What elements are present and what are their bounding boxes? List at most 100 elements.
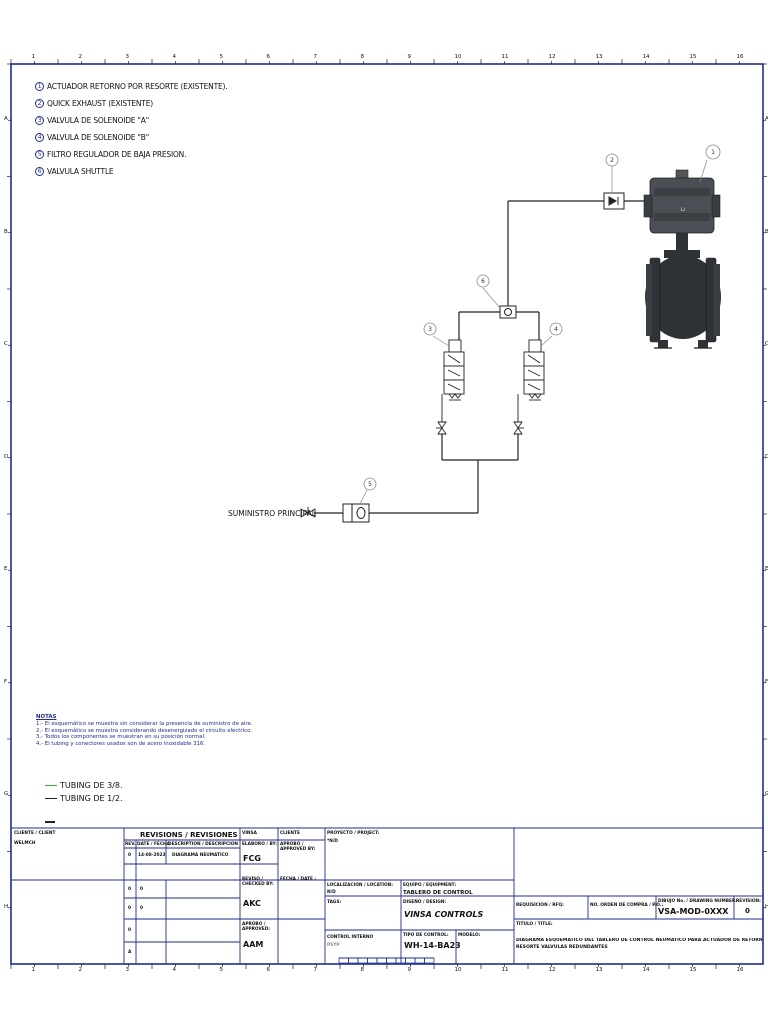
ruler-column-label: 11 bbox=[501, 967, 509, 973]
ruler-column-label: 12 bbox=[548, 967, 556, 973]
model-label: MODELO: bbox=[458, 933, 481, 938]
callout-1-label: 1 bbox=[711, 149, 715, 156]
tags-label: TAGS: bbox=[327, 900, 342, 905]
notes-title: NOTAS bbox=[36, 714, 57, 720]
revision-value: 0 bbox=[745, 907, 750, 915]
reviso-value: AKC bbox=[243, 899, 261, 908]
legend-text: VALVULA DE SOLENOIDE "A" bbox=[47, 116, 149, 125]
filter-regulator bbox=[342, 503, 370, 523]
ruler-row-label: A bbox=[4, 116, 8, 123]
rev-row-0-rev: 0 bbox=[128, 853, 131, 858]
equipment-value: TABLERO DE CONTROL bbox=[403, 890, 473, 896]
rev-row-3-rev: 0 bbox=[128, 928, 131, 933]
ruler-column-label: 9 bbox=[407, 967, 412, 973]
ruler-column-label: 15 bbox=[689, 967, 697, 973]
type-label: TIPO DE CONTROL: bbox=[403, 933, 449, 938]
legend-number: 2 bbox=[35, 99, 44, 108]
ruler-row-label: D bbox=[765, 453, 768, 460]
legend-number: 1 bbox=[35, 82, 44, 91]
tubing-label: TUBING DE 3/8. bbox=[60, 781, 123, 790]
scale-box bbox=[405, 957, 416, 964]
ruler-column-label: 3 bbox=[125, 54, 130, 60]
ruler-column-label: 1 bbox=[31, 54, 36, 60]
tubing-line-swatch bbox=[45, 797, 57, 800]
ruler-column-label: 14 bbox=[642, 54, 650, 60]
tubing-line-swatch bbox=[45, 784, 57, 787]
ruler-row-label: E bbox=[765, 566, 768, 573]
callout-5-label: 5 bbox=[368, 481, 372, 488]
client-label: CLIENTE / CLIENT bbox=[14, 831, 56, 836]
drawing-label: DIBUJO No. / DRAWING NUMBER: bbox=[658, 899, 737, 904]
legend-text: VALVULA DE SOLENOIDE "B" bbox=[47, 133, 149, 142]
ball-valve-body bbox=[645, 255, 721, 349]
ruler-column-label: 11 bbox=[501, 54, 509, 60]
ruler-row-label: G bbox=[4, 791, 9, 798]
design-value: VINSA CONTROLS bbox=[404, 910, 484, 919]
ruler-row-label: G bbox=[765, 791, 768, 798]
callout-leaders bbox=[359, 159, 708, 505]
ruler-column-label: 10 bbox=[454, 967, 462, 973]
note-line: 1.- El esquemático se muestra sin consid… bbox=[36, 720, 253, 727]
ruler-column-label: 7 bbox=[313, 967, 318, 973]
scale-box bbox=[367, 957, 378, 964]
quick-exhaust bbox=[603, 192, 625, 210]
elaboro-value: FCG bbox=[243, 854, 261, 863]
ruler-row-label: H bbox=[4, 903, 9, 910]
scale-box bbox=[376, 957, 387, 964]
ruler-column-label: 4 bbox=[172, 967, 177, 973]
ruler-column-label: 15 bbox=[689, 54, 697, 60]
ruler-column-label: 8 bbox=[360, 54, 365, 60]
spring-return-actuator: ⊔ bbox=[643, 169, 721, 258]
rev-row-4-rev: A bbox=[128, 950, 132, 955]
shuttle-valve bbox=[499, 305, 517, 319]
ruler-row-label: H bbox=[765, 903, 768, 910]
solenoid-valve-a bbox=[436, 339, 465, 435]
fecha-label: FECHA / DATE : bbox=[280, 877, 317, 882]
ruler-column-label: 7 bbox=[313, 54, 318, 60]
cliente-label: CLIENTE bbox=[280, 831, 300, 836]
note-line: 2.- El esquemático se muestra consideran… bbox=[36, 727, 253, 734]
ruler-column-label: 5 bbox=[219, 967, 224, 973]
ruler-column-label: 5 bbox=[219, 54, 224, 60]
ruler-column-label: 14 bbox=[642, 967, 650, 973]
ruler-row-label: F bbox=[4, 678, 8, 685]
scale-box bbox=[338, 957, 349, 964]
client-value: WELMCH bbox=[14, 841, 36, 846]
callout-2-label: 2 bbox=[610, 157, 614, 164]
scale-box bbox=[414, 957, 425, 964]
ruler-row-label: B bbox=[4, 228, 8, 235]
callout-4-label: 4 bbox=[554, 326, 558, 333]
ruler-column-label: 6 bbox=[266, 967, 271, 973]
legend-number: 3 bbox=[35, 116, 44, 125]
ruler-column-label: 1 bbox=[31, 967, 36, 973]
scale-box bbox=[424, 957, 435, 964]
tubing-extra-swatch bbox=[45, 821, 55, 823]
ruler-column-label: 12 bbox=[548, 54, 556, 60]
svg-text:⊔: ⊔ bbox=[681, 206, 686, 213]
rev-row-1-date: 0 bbox=[140, 887, 143, 892]
date-col: DATE / FECHA bbox=[137, 842, 170, 847]
tubing-legend-3-8: TUBING DE 3/8. bbox=[45, 781, 123, 790]
pneumatic-lines bbox=[314, 200, 648, 514]
title-value-line1: DIAGRAMA ESQUEMATICO DEL TABLERO DE CONT… bbox=[516, 938, 762, 943]
control-value: PSYP bbox=[327, 943, 340, 948]
tubing-legend-1-2: TUBING DE 1/2. bbox=[45, 794, 123, 803]
reviso-label: REVISO / CHECKED BY: bbox=[242, 877, 274, 887]
note-line: 4.- El tubing y conectores usados son de… bbox=[36, 741, 206, 748]
legend-number: 6 bbox=[35, 167, 44, 176]
ruler-column-label: 9 bbox=[407, 54, 412, 60]
control-label: CONTROL INTERNO bbox=[327, 935, 374, 940]
ruler-column-label: 10 bbox=[454, 54, 462, 60]
type-value: WH-14-BA23 bbox=[404, 941, 461, 950]
ruler-row-label: B bbox=[765, 228, 768, 235]
drawing-value: VSA-MOD-0XXX bbox=[658, 907, 729, 916]
control-scale-boxes bbox=[338, 957, 435, 964]
tubing-label: TUBING DE 1/2. bbox=[60, 794, 123, 803]
ruler-column-label: 4 bbox=[172, 54, 177, 60]
project-value: *N/D bbox=[327, 839, 338, 844]
solenoid-valve-b bbox=[513, 339, 545, 435]
